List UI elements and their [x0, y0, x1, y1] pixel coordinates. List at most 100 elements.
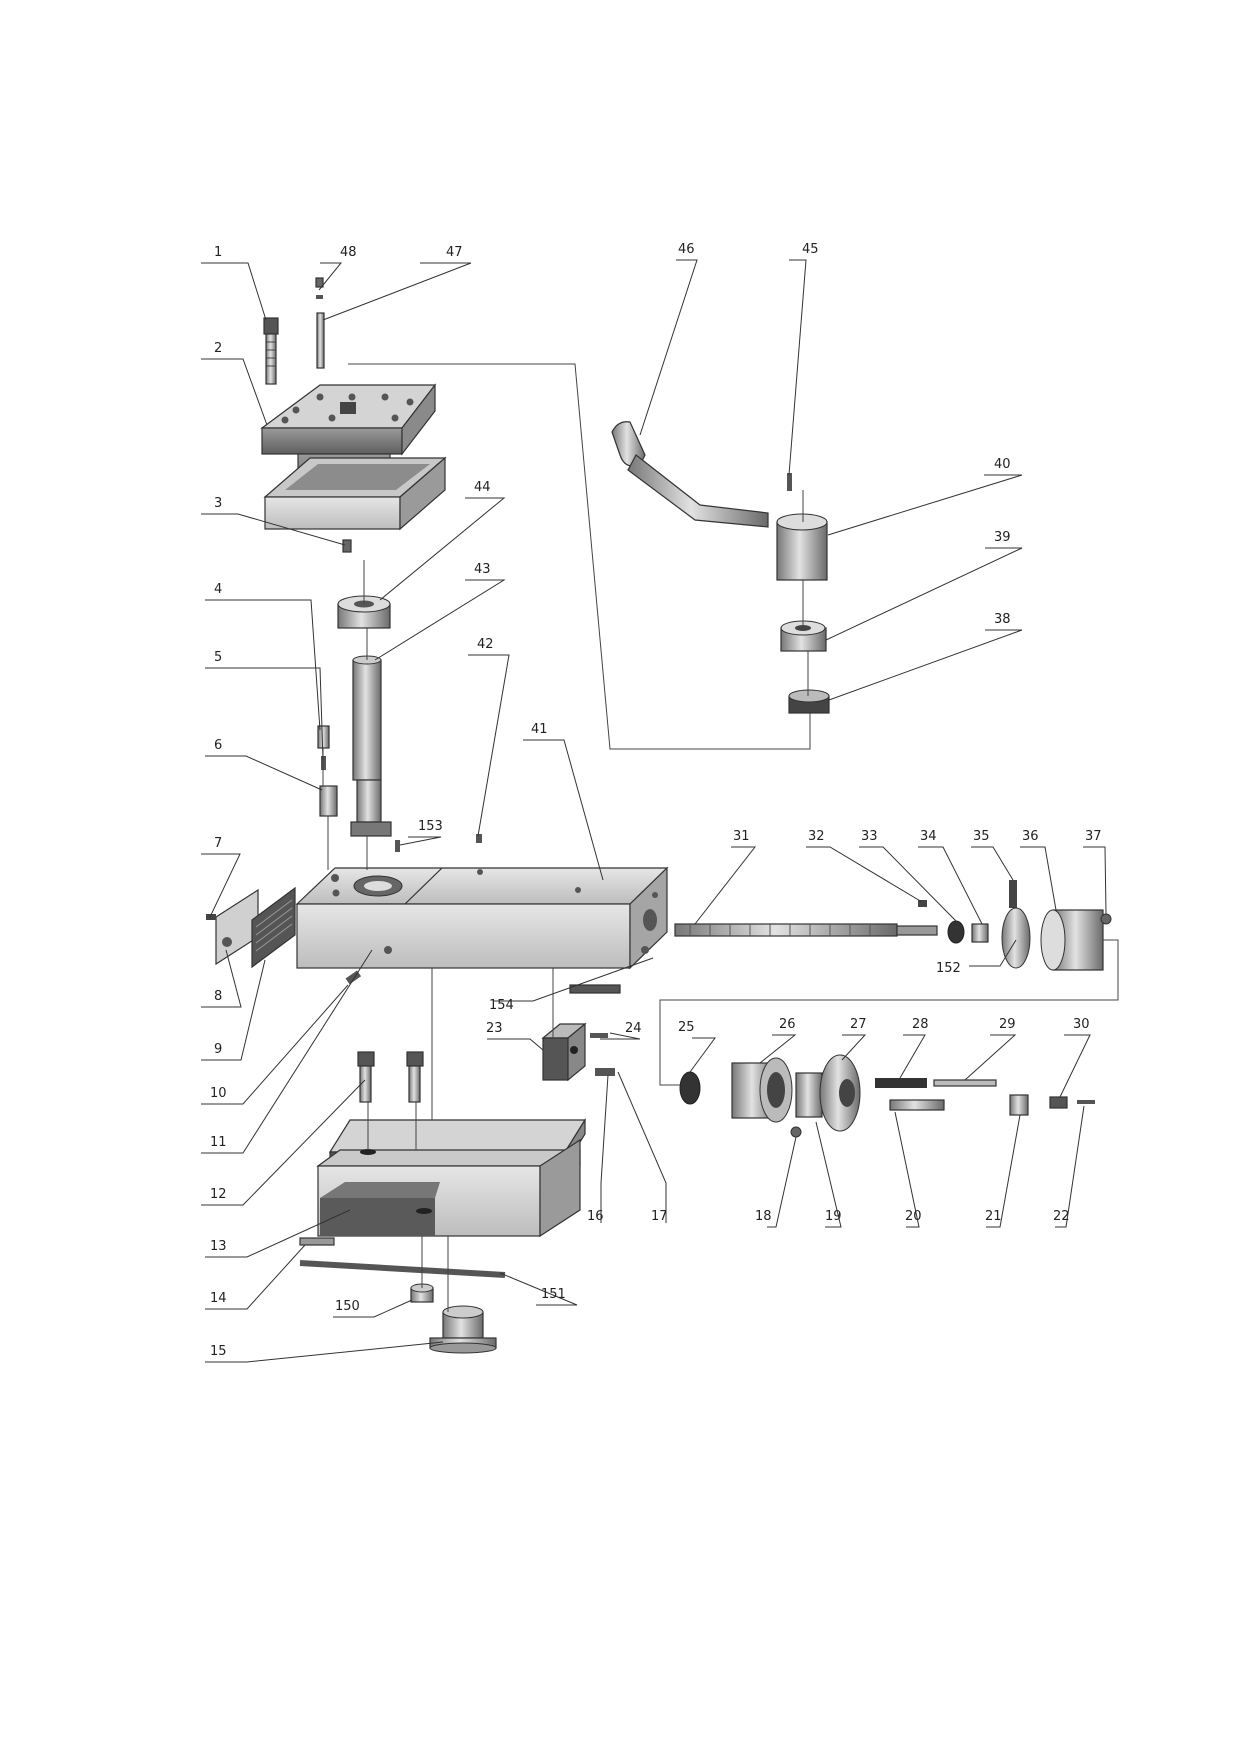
label-150: 150 [335, 1299, 360, 1314]
nut-block-part-23 [541, 1022, 587, 1082]
leader-lines [201, 259, 1107, 1363]
label-38: 38 [994, 612, 1011, 627]
label-6: 6 [214, 738, 222, 753]
dial-plate-part-152 [1001, 907, 1031, 969]
rod-part-154 [569, 984, 621, 994]
label-20: 20 [905, 1209, 922, 1224]
label-10: 10 [210, 1086, 227, 1101]
label-28: 28 [912, 1017, 929, 1032]
screw-part-14 [299, 1237, 335, 1246]
label-27: 27 [850, 1017, 867, 1032]
label-30: 30 [1073, 1017, 1090, 1032]
label-5: 5 [214, 650, 222, 665]
label-151: 151 [541, 1287, 566, 1302]
flange-part-27 [795, 1054, 861, 1132]
label-48: 48 [340, 245, 357, 260]
bolts-part-12 [357, 1051, 424, 1103]
label-47: 47 [446, 245, 463, 260]
crank-handle-part-46 [611, 421, 769, 528]
label-152: 152 [936, 961, 961, 976]
part-labels: 1 2 3 4 5 6 7 8 9 10 11 12 13 14 15 16 1… [210, 242, 1102, 1359]
pin-part-20 [889, 1099, 945, 1111]
threaded-shaft-part-43 [350, 655, 392, 837]
label-11: 11 [210, 1135, 227, 1150]
thrust-bearing-part-38 [788, 689, 830, 714]
main-block-part-41 [295, 866, 669, 970]
pivot-bushing-part-15 [429, 1305, 497, 1354]
spring-part-35 [1009, 880, 1017, 908]
nut-part-25 [679, 1071, 701, 1105]
label-2: 2 [214, 341, 222, 356]
screw-part-22 [1077, 1100, 1095, 1104]
label-23: 23 [486, 1021, 503, 1036]
knob-part-21 [1009, 1094, 1029, 1116]
label-44: 44 [474, 480, 491, 495]
label-16: 16 [587, 1209, 604, 1224]
label-1: 1 [214, 245, 222, 260]
bolt-part-29 [933, 1079, 997, 1087]
label-153: 153 [418, 819, 443, 834]
pin-part-45 [787, 473, 792, 491]
label-45: 45 [802, 242, 819, 257]
hub-part-40 [776, 513, 828, 581]
compound-slide-part-13 [316, 1117, 587, 1238]
label-24: 24 [625, 1021, 642, 1036]
screw-part-7 [206, 914, 216, 920]
label-46: 46 [678, 242, 695, 257]
screw-part-42 [476, 834, 482, 843]
label-37: 37 [1085, 829, 1102, 844]
label-32: 32 [808, 829, 825, 844]
label-19: 19 [825, 1209, 842, 1224]
screw-part-10 [345, 970, 362, 985]
collar-part-34 [971, 923, 989, 943]
label-36: 36 [1022, 829, 1039, 844]
label-14: 14 [210, 1291, 227, 1306]
key-part-32 [918, 900, 927, 907]
label-42: 42 [477, 637, 494, 652]
ring-part-44 [337, 595, 391, 629]
assembly-lines [322, 363, 1119, 1312]
label-34: 34 [920, 829, 937, 844]
label-17: 17 [651, 1209, 668, 1224]
label-13: 13 [210, 1239, 227, 1254]
pin-part-6 [319, 785, 338, 817]
label-22: 22 [1053, 1209, 1070, 1224]
bearing-housing-part-26 [731, 1057, 793, 1123]
label-41: 41 [531, 722, 548, 737]
label-35: 35 [973, 829, 990, 844]
ball-part-18 [790, 1126, 802, 1138]
label-12: 12 [210, 1187, 227, 1202]
label-40: 40 [994, 457, 1011, 472]
screw-part-16 [595, 1068, 615, 1076]
screw-part-3 [342, 539, 352, 553]
screw-part-153 [395, 840, 400, 852]
label-3: 3 [214, 496, 222, 511]
gib-part-9 [251, 886, 296, 969]
label-33: 33 [861, 829, 878, 844]
label-9: 9 [214, 1042, 222, 1057]
label-8: 8 [214, 989, 222, 1004]
rod-part-151 [299, 1260, 506, 1278]
label-43: 43 [474, 562, 491, 577]
lead-screw-part-31 [674, 923, 938, 937]
label-15: 15 [210, 1344, 227, 1359]
screw-part-37 [1100, 913, 1112, 925]
label-4: 4 [214, 582, 222, 597]
dial-ring-part-36 [1040, 909, 1104, 971]
label-7: 7 [214, 836, 222, 851]
pin-part-47 [315, 277, 325, 369]
screw-part-30 [1049, 1096, 1068, 1109]
label-25: 25 [678, 1020, 695, 1035]
label-29: 29 [999, 1017, 1016, 1032]
label-26: 26 [779, 1017, 796, 1032]
label-31: 31 [733, 829, 750, 844]
tool-post-base-plate [263, 456, 447, 531]
label-154: 154 [489, 998, 514, 1013]
label-21: 21 [985, 1209, 1002, 1224]
nut-part-33 [947, 920, 965, 944]
bolt-part-1 [263, 317, 279, 385]
screw-part-24 [590, 1033, 608, 1038]
label-39: 39 [994, 530, 1011, 545]
spring-part-28 [875, 1078, 927, 1088]
